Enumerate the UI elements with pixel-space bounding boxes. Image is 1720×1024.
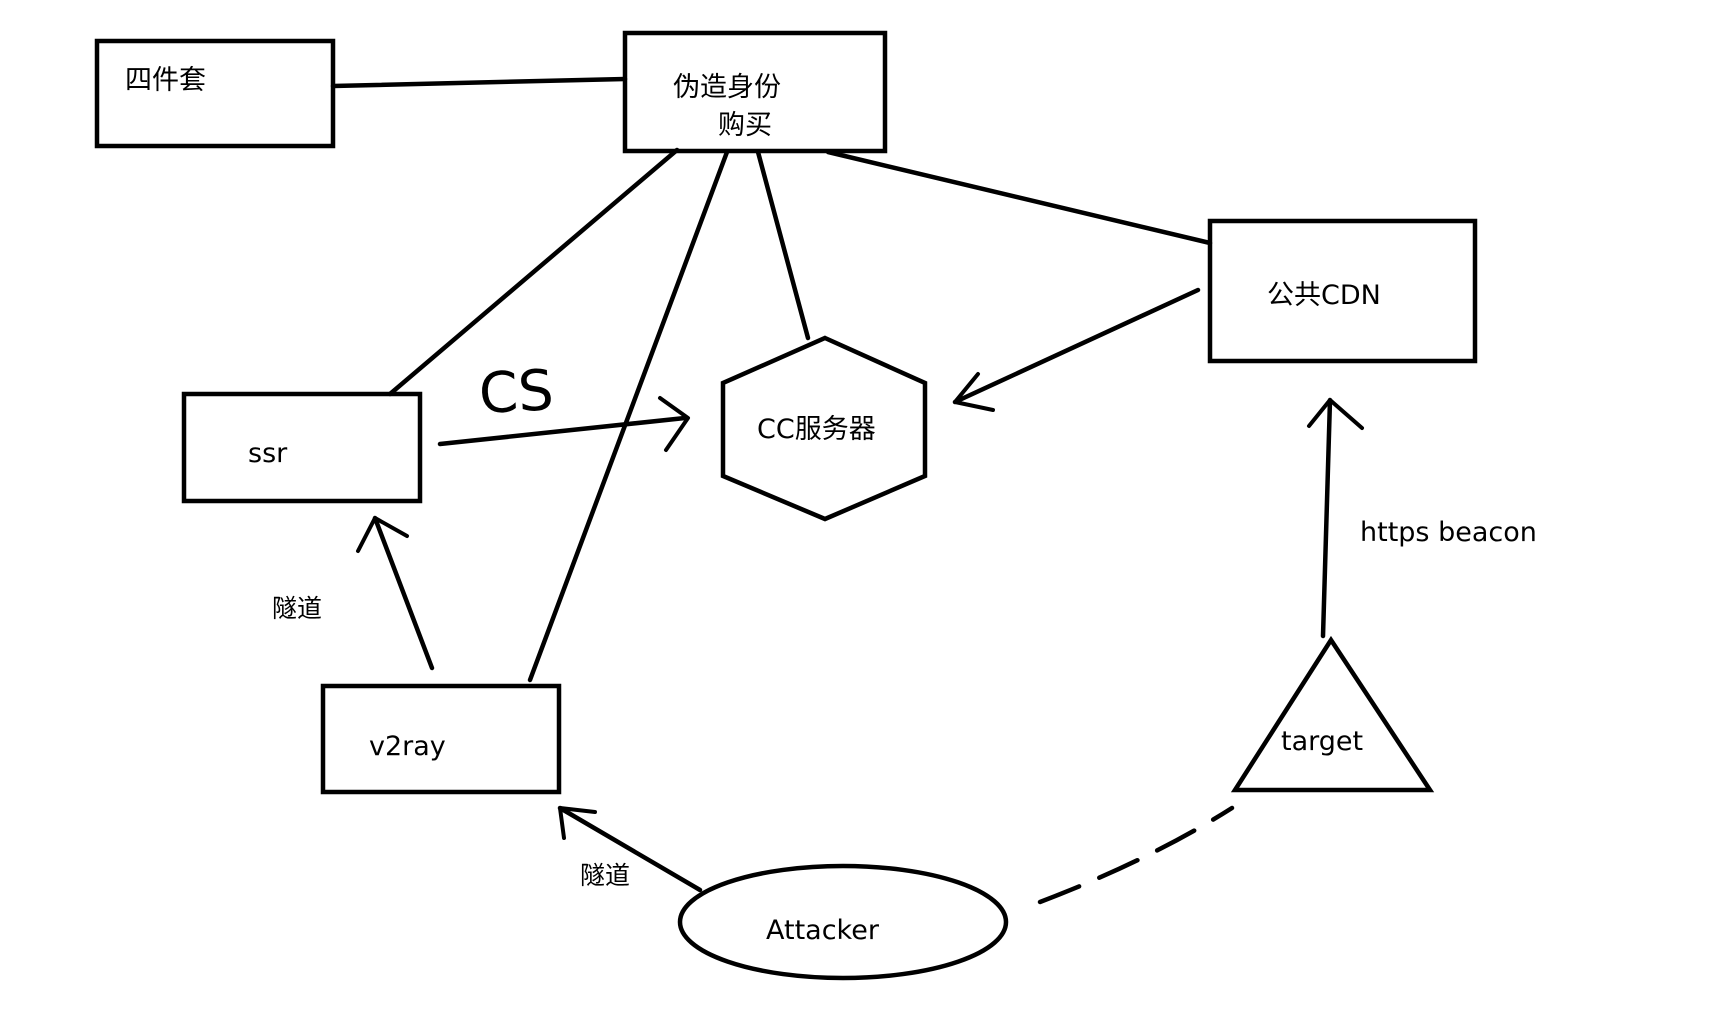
edge-fourpiece-fakeidentity — [330, 76, 628, 89]
edge-fakeidentity-cdn — [825, 149, 1213, 246]
node-attacker — [677, 863, 1009, 981]
edge-fakeidentity-v2ray — [527, 149, 730, 683]
label-ssr: ssr — [248, 438, 288, 469]
arrowhead-v2ray — [558, 806, 597, 840]
edge-v2ray-ssr — [372, 515, 435, 671]
edge-fakeidentity-ccserver — [755, 149, 811, 341]
node-fake-identity — [622, 30, 888, 154]
node-public-cdn — [1207, 218, 1478, 364]
edge-ssr-ccserver — [437, 415, 688, 447]
label-cs: CS — [477, 358, 555, 427]
node-four-piece — [94, 38, 336, 149]
label-four-piece: 四件套 — [125, 65, 206, 96]
edge-cdn-ccserver — [952, 287, 1201, 405]
edge-attacker-target-dashed — [1037, 805, 1235, 905]
label-fake-identity-line1: 伪造身份 — [673, 72, 781, 103]
arrowhead-cdn-to-cc — [953, 372, 995, 412]
label-tunnel-upper: 隧道 — [272, 594, 322, 623]
arrowhead-ccserver — [658, 396, 690, 452]
node-cc-server — [720, 335, 928, 522]
label-fake-identity-line2: 购买 — [718, 110, 772, 141]
edge-fakeidentity-ssr — [387, 147, 680, 397]
edge-target-cdn — [1320, 397, 1333, 639]
node-ssr — [181, 391, 423, 504]
label-target: target — [1281, 726, 1363, 757]
edge-attacker-v2ray — [557, 805, 703, 893]
arrowhead-ssr — [356, 516, 409, 553]
node-target — [1230, 635, 1435, 793]
node-v2ray — [320, 683, 562, 795]
label-tunnel-lower: 隧道 — [580, 861, 630, 890]
arrowhead-cdn — [1307, 398, 1364, 430]
label-public-cdn: 公共CDN — [1267, 280, 1381, 311]
label-v2ray: v2ray — [369, 731, 446, 762]
label-attacker: Attacker — [766, 915, 880, 946]
label-cc-server: CC服务器 — [757, 414, 876, 445]
label-https-beacon: https beacon — [1360, 517, 1537, 548]
